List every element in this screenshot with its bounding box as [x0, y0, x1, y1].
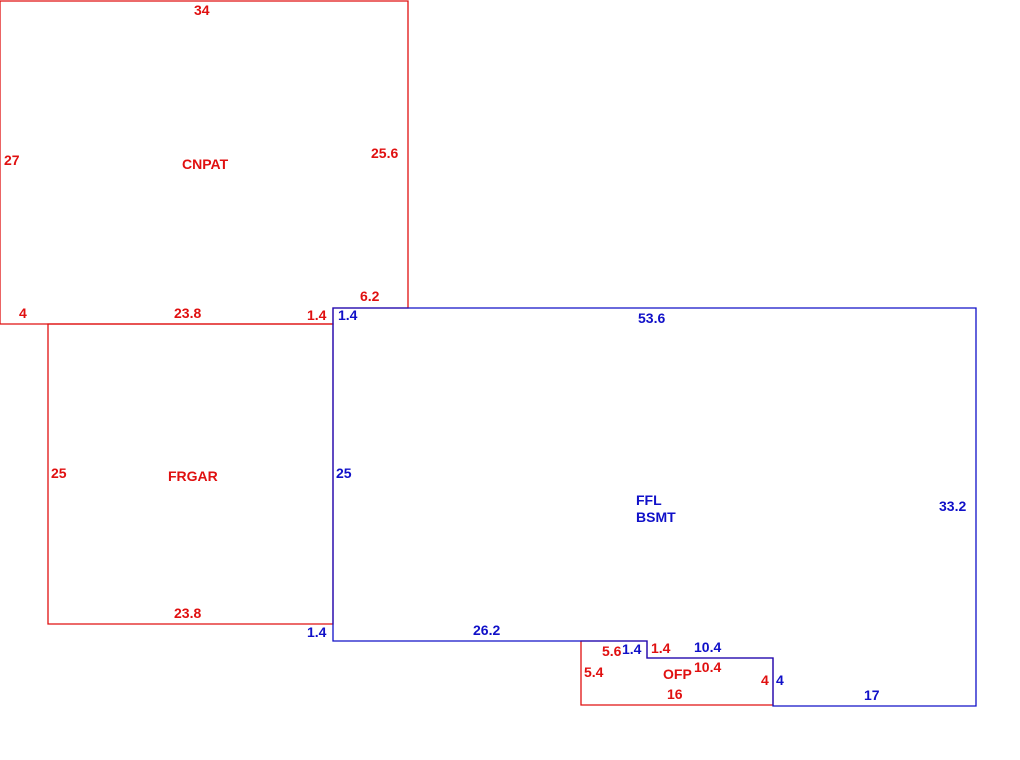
ffl-label: FFL [636, 492, 662, 508]
dim-ofp-left-upper: 5.6 [602, 643, 622, 659]
frgar-label: FRGAR [168, 468, 218, 484]
ffl-outline [332, 307, 977, 707]
dim-ofp-notch: 1.4 [651, 640, 671, 656]
dim-cnpat-left: 27 [4, 152, 20, 168]
dim-cnpat-top: 34 [194, 2, 210, 18]
dim-ofp-left: 5.4 [584, 664, 604, 680]
dim-ofp-right: 4 [761, 672, 769, 688]
dim-ffl-step-top: 1.4 [338, 307, 358, 323]
dim-ffl-notch-right: 4 [776, 672, 784, 688]
dim-frgar-bottom: 23.8 [174, 605, 201, 621]
dim-ffl-notch-left: 1.4 [622, 641, 642, 657]
dim-cnpat-step-top: 6.2 [360, 288, 380, 304]
ofp-label: OFP [663, 666, 692, 682]
dim-cnpat-right: 25.6 [371, 145, 398, 161]
bsmt-label: BSMT [636, 509, 676, 525]
dim-ffl-bottom-right: 17 [864, 687, 880, 703]
cnpat-label: CNPAT [182, 156, 229, 172]
dim-frgar-left: 25 [51, 465, 67, 481]
dim-cnpat-bottom-left: 4 [19, 305, 27, 321]
dim-ffl-right: 33.2 [939, 498, 966, 514]
dim-cnpat-step: 1.4 [307, 307, 327, 323]
dim-ofp-top-right: 10.4 [694, 659, 721, 675]
dim-ffl-left: 25 [336, 465, 352, 481]
dim-ffl-notch-top: 10.4 [694, 639, 721, 655]
dim-ffl-top: 53.6 [638, 310, 665, 326]
dim-ffl-bottom-left: 26.2 [473, 622, 500, 638]
dim-ffl-step-bottom: 1.4 [307, 624, 327, 640]
dim-cnpat-bottom: 23.8 [174, 305, 201, 321]
dim-ofp-bottom: 16 [667, 686, 683, 702]
